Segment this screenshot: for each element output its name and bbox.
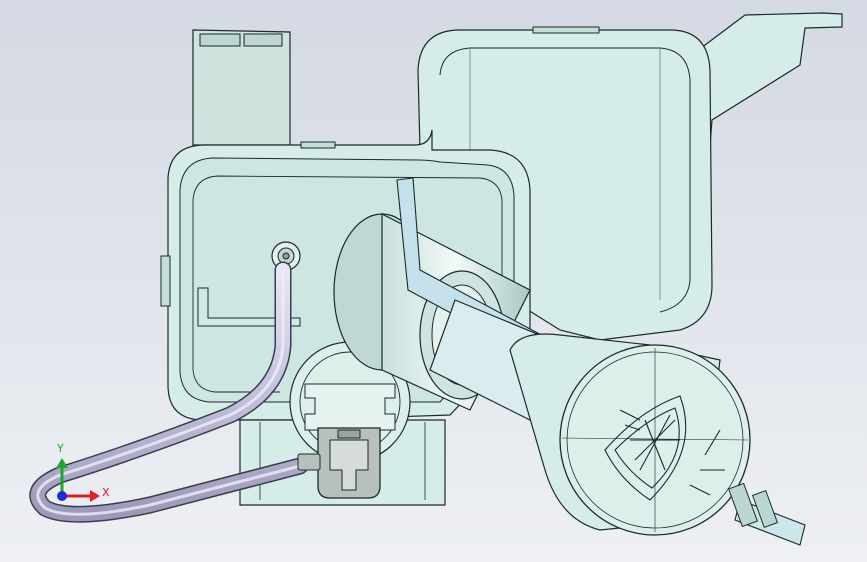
side-rib xyxy=(160,255,171,307)
connector-socket xyxy=(304,383,396,431)
rear-mounting-bracket xyxy=(192,29,291,146)
bracket-tab-left xyxy=(199,33,241,47)
bracket-tab-right xyxy=(243,33,283,47)
top-rib xyxy=(532,26,600,34)
tank-upper-inner xyxy=(439,47,691,313)
triad-y-label: Y xyxy=(57,442,64,455)
triad-x-label: X xyxy=(102,486,110,499)
axis-triad-icon xyxy=(56,458,100,502)
top-clip xyxy=(300,141,336,149)
washer-nozzle-symbol-icon xyxy=(604,395,725,501)
